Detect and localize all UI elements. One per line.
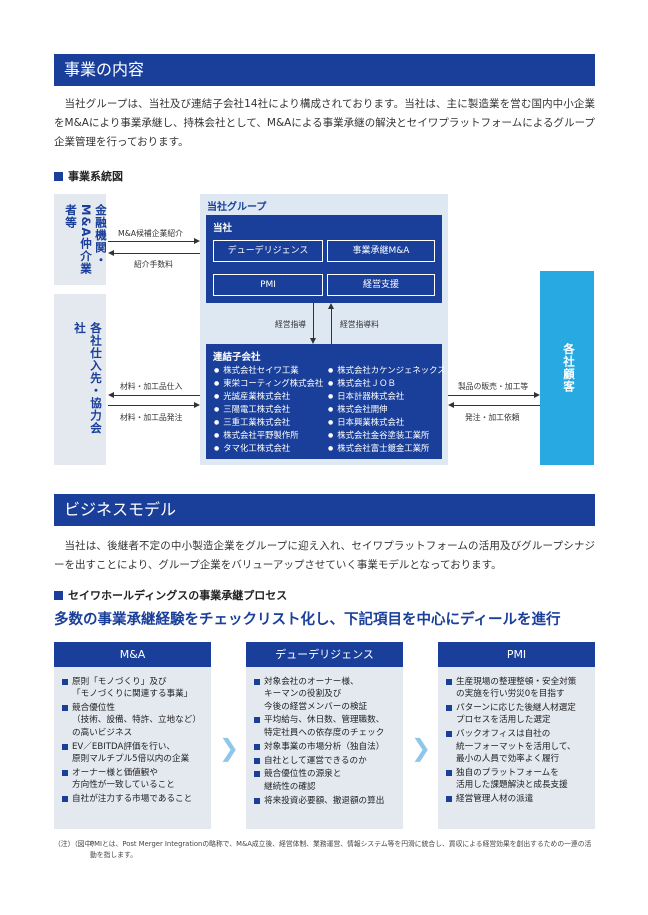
list-item: 対象会社のオーナー様、 キーマンの役割及び 今後の経営メンバーの検証 xyxy=(254,676,402,713)
financial-institutions-box: 金融機関・ M&A仲介業者等 xyxy=(54,194,108,285)
arrow-left-icon xyxy=(108,250,114,256)
list-item: 平均給与、休日数、管理職数、 特定社員への依存度のチェック xyxy=(254,714,402,739)
list-item: 株式会社開伸 xyxy=(328,403,446,416)
list-item: 競合優位性の源泉と 継続性の確認 xyxy=(254,768,402,793)
subsidiaries-title: 連結子会社 xyxy=(213,352,261,363)
company-title: 当社 xyxy=(213,223,233,234)
intro-fee-label: 紹介手数料 xyxy=(134,260,173,269)
list-item: 株式会社金谷塗装工業所 xyxy=(328,429,446,442)
subsidiaries-list-left: 株式会社セイワ工業 東栄コーティング株式会社 光誠産業株式会社 三陽電工株式会社… xyxy=(214,364,323,455)
ma-column-header: M&A xyxy=(54,642,211,667)
footnote-text: PMIとは、Post Merger Integrationの略称で、M&A成立後… xyxy=(90,840,592,859)
ma-items: 原則「モノづくり」及び 「モノづくりに関連する事業」 競合優位性 （技術、設備、… xyxy=(62,676,210,807)
list-item: 将来投資必要額、撤退額の算出 xyxy=(254,795,402,807)
ma-candidates-label: M&A候補企業紹介 xyxy=(118,229,183,238)
chevron-right-icon: ❯ xyxy=(411,734,432,762)
arrow-line xyxy=(108,405,194,406)
dd-column-box xyxy=(246,667,403,829)
list-item: 株式会社セイワ工業 xyxy=(214,364,323,377)
arrow-line xyxy=(108,241,194,242)
arrow-right-icon xyxy=(194,402,200,408)
arrow-up-icon xyxy=(328,303,334,309)
pmi-column-header: PMI xyxy=(438,642,595,667)
materials-out-label: 材料・加工品発注 xyxy=(120,413,183,422)
list-item: 対象事業の市場分析（独自法） xyxy=(254,741,402,753)
dd-column-header: デューデリジェンス xyxy=(246,642,403,667)
arrow-line xyxy=(114,253,200,254)
arrow-left-icon xyxy=(448,402,454,408)
orders-label: 発注・加工依頼 xyxy=(465,413,520,422)
arrow-right-icon xyxy=(534,392,540,398)
list-item: 自社として運営できるのか xyxy=(254,755,402,767)
arrow-down-icon xyxy=(310,338,316,344)
succession-ma-cell: 事業承継M&A xyxy=(327,240,435,262)
list-item: 三陽電工株式会社 xyxy=(214,403,323,416)
process-heading: セイワホールディングスの事業承継プロセス xyxy=(54,587,287,603)
arrow-line xyxy=(448,395,534,396)
list-item: バックオフィスは自社の 統一フォーマットを活用して、 最小の人員で効率よく履行 xyxy=(446,728,594,765)
footnote-label: （注）（図中） xyxy=(54,840,99,848)
diagram-heading: 事業系統図 xyxy=(54,168,123,184)
arrow-line xyxy=(313,303,314,338)
list-item: タマ化工株式会社 xyxy=(214,442,323,455)
list-item: 生産現場の整理整頓・安全対策 の実施を行い労災0を目指す xyxy=(446,676,594,701)
sales-label: 製品の販売・加工等 xyxy=(458,382,529,391)
suppliers-label: 各社仕入先・協力会社 xyxy=(73,322,103,435)
customers-box: 各社顧客 xyxy=(540,271,594,465)
pmi-cell: PMI xyxy=(213,274,323,296)
dd-items: 対象会社のオーナー様、 キーマンの役割及び 今後の経営メンバーの検証 平均給与、… xyxy=(254,676,402,809)
list-item: 三重工業株式会社 xyxy=(214,416,323,429)
suppliers-box: 各社仕入先・協力会社 xyxy=(54,294,106,465)
list-item: 日本興業株式会社 xyxy=(328,416,446,429)
list-item: EV／EBITDA評価を行い、 原則マルチプル5倍以内の企業 xyxy=(62,741,210,766)
list-item: 原則「モノづくり」及び 「モノづくりに関連する事業」 xyxy=(62,676,210,701)
pmi-items: 生産現場の整理整頓・安全対策 の実施を行い労災0を目指す パターンに応じた後継人… xyxy=(446,676,594,807)
pmi-column-box xyxy=(438,667,595,829)
section-header-business-model: ビジネスモデル xyxy=(54,494,595,526)
business-model-description: 当社は、後継者不定の中小製造企業をグループに迎え入れ、セイワプラットフォームの活… xyxy=(54,540,595,571)
group-title: 当社グループ xyxy=(207,202,267,213)
mgmt-fee-label: 経営指導料 xyxy=(340,320,379,329)
list-item: 自社が注力する市場であること xyxy=(62,793,210,805)
list-item: 東栄コーティング株式会社 xyxy=(214,377,323,390)
list-item: 競合優位性 （技術、設備、特許、立地など） の高いビジネス xyxy=(62,702,210,739)
customers-label: 各社顧客 xyxy=(562,343,576,393)
ma-column-box xyxy=(54,667,211,829)
arrow-line xyxy=(331,309,332,344)
list-item: 株式会社平野製作所 xyxy=(214,429,323,442)
due-diligence-cell: デューデリジェンス xyxy=(213,240,323,262)
list-item: 経営管理人材の派遣 xyxy=(446,793,594,805)
list-item: オーナー様と価値観や 方向性が一致していること xyxy=(62,767,210,792)
section-header-business: 事業の内容 xyxy=(54,54,595,86)
list-item: 光誠産業株式会社 xyxy=(214,390,323,403)
chevron-right-icon: ❯ xyxy=(219,734,240,762)
list-item: 株式会社カケンジェネックス xyxy=(328,364,445,377)
arrow-left-icon xyxy=(108,392,114,398)
subsidiaries-list-right: 株式会社カケンジェネックス 株式会社ＪＯＢ 日本計器株式会社 株式会社開伸 日本… xyxy=(328,364,446,455)
management-support-cell: 経営支援 xyxy=(327,274,435,296)
square-bullet-icon xyxy=(54,172,63,181)
list-item: 日本計器株式会社 xyxy=(328,390,446,403)
square-bullet-icon xyxy=(54,591,63,600)
mgmt-guidance-label: 経営指導 xyxy=(275,320,307,329)
materials-in-label: 材料・加工品仕入 xyxy=(120,382,183,391)
arrow-line xyxy=(114,395,200,396)
list-item: 株式会社ＪＯＢ xyxy=(328,377,446,390)
process-tagline: 多数の事業承継経験をチェックリスト化し、下記項目を中心にディールを進行 xyxy=(54,612,561,628)
financial-institutions-label: 金融機関・ M&A仲介業者等 xyxy=(64,204,108,275)
arrow-right-icon xyxy=(194,238,200,244)
list-item: 独自のプラットフォームを 活用した課題解決と成長支援 xyxy=(446,767,594,792)
list-item: 株式会社富士鍍金工業所 xyxy=(328,442,446,455)
business-description: 当社グループは、当社及び連結子会社14社により構成されております。当社は、主に製… xyxy=(54,98,595,148)
arrow-line xyxy=(454,405,540,406)
list-item: パターンに応じた後継人材選定 プロセスを活用した選定 xyxy=(446,702,594,727)
